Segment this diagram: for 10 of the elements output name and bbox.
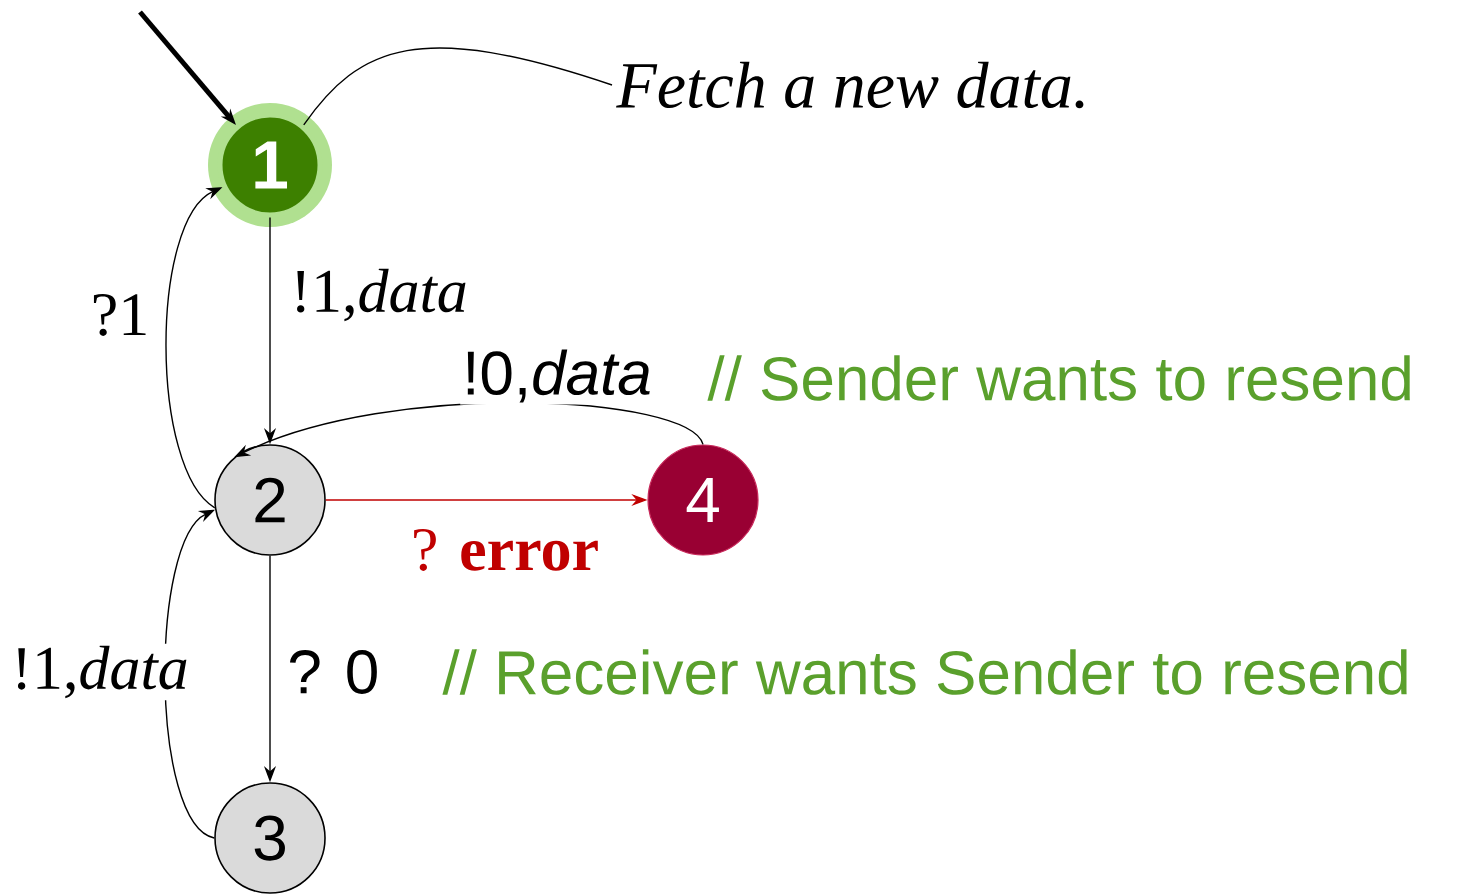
note-text: Fetch a new data. (616, 61, 1084, 109)
comment-text: // Receiver wants Sender to resend (442, 649, 1407, 695)
edge-label: ?1 (88, 292, 152, 338)
leader-line (303, 47, 613, 126)
edge-label: ? error (408, 527, 602, 573)
edge-label: !0,data (460, 347, 654, 405)
edge-label: !1,data (9, 643, 191, 701)
comment-text: // Sender wants to resend (707, 355, 1410, 401)
edge-label: !1,data (288, 266, 470, 324)
edge-label: ? 0 (285, 648, 382, 696)
